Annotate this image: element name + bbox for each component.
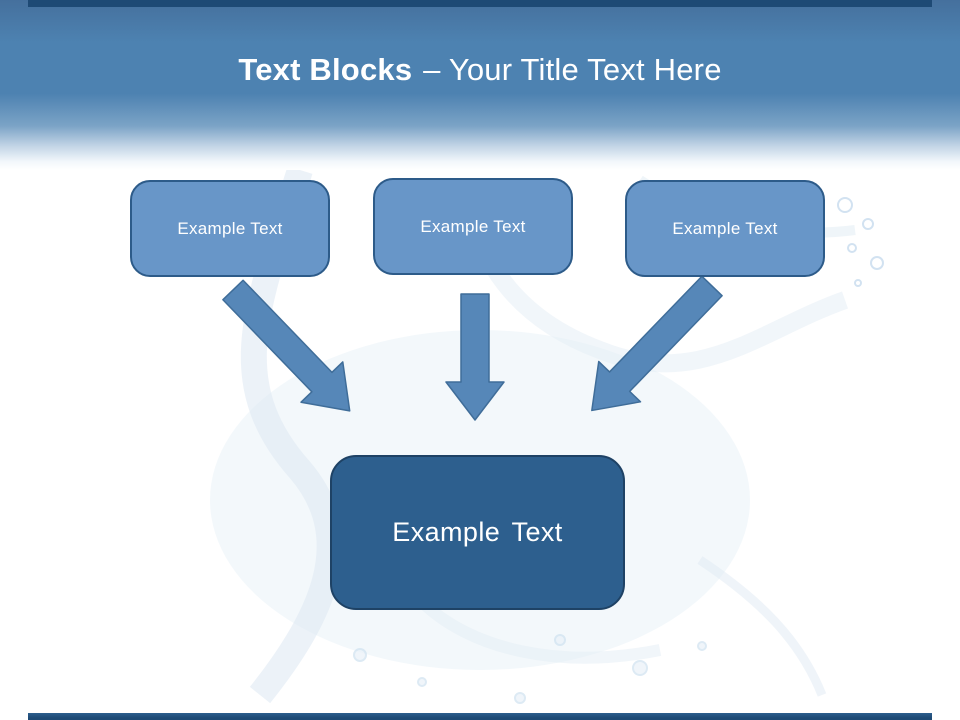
arrow-down-icon: [445, 293, 505, 421]
slide-title-rest: – Your Title Text Here: [423, 52, 722, 87]
text-block-top-1: Example Text: [130, 180, 330, 277]
arrow-down-left-icon: [591, 275, 723, 412]
text-block-label: Example Text: [420, 216, 526, 236]
bottom-accent-bar: [28, 713, 932, 720]
header-band: [0, 0, 960, 170]
slide-title: Text Blocks – Your Title Text Here: [0, 52, 960, 88]
text-block-label: Example Text: [392, 517, 563, 547]
slide-title-bold: Text Blocks: [238, 52, 413, 87]
text-block-top-2: Example Text: [373, 178, 573, 275]
text-block-label: Example Text: [177, 218, 283, 238]
text-block-center: Example Text: [330, 455, 625, 610]
text-block-top-3: Example Text: [625, 180, 825, 277]
top-accent-bar: [28, 0, 932, 7]
arrow-down-right-icon: [222, 279, 351, 412]
text-block-label: Example Text: [672, 218, 778, 238]
